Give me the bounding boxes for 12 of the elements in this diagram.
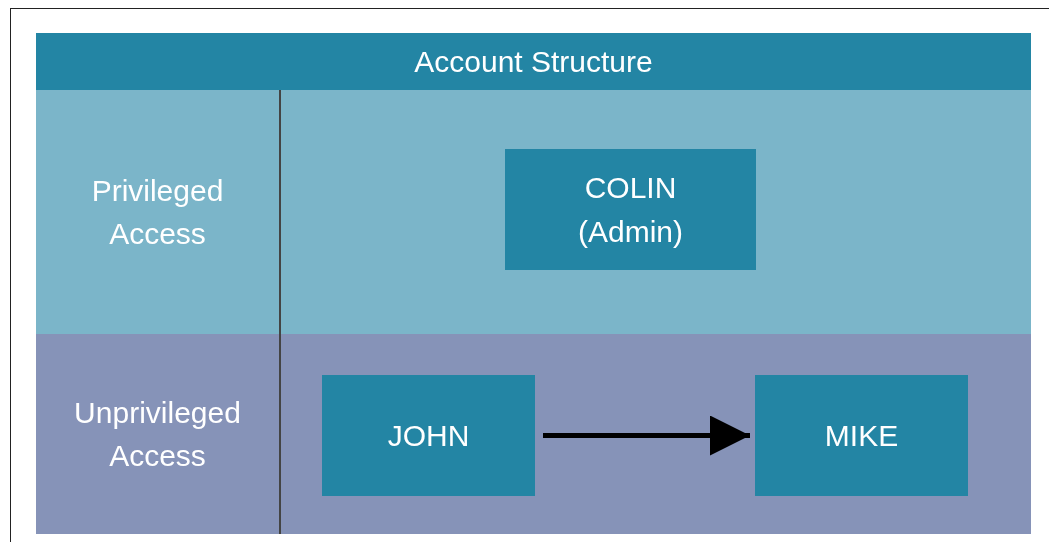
access-row [36, 334, 1031, 534]
user-box [755, 375, 968, 496]
row-label: Privileged Access [90, 172, 225, 252]
user-name: JOHN [387, 417, 470, 454]
user-box [505, 149, 756, 270]
row-label: Unprivileged Access [73, 394, 242, 474]
title-banner: Account Structure [36, 33, 1031, 90]
arrow [543, 415, 750, 456]
user-name: MIKE [824, 417, 899, 454]
access-row [36, 90, 1031, 334]
user-box [322, 375, 535, 496]
user-name: COLIN (Admin) [577, 170, 684, 250]
